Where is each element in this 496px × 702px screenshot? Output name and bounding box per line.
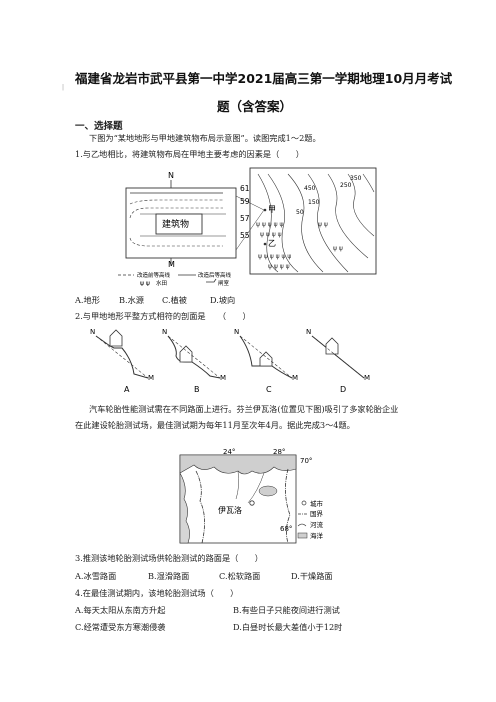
svg-text:N: N: [306, 328, 311, 336]
svg-text:ψ ψ ψ ψ ψ ψ: ψ ψ ψ ψ ψ ψ: [258, 253, 291, 260]
map-contour-450: 450: [304, 185, 316, 192]
profile-d: N M D: [306, 328, 370, 394]
doc-title-line2: 题（含答案）: [217, 99, 293, 114]
svg-text:N: N: [162, 328, 167, 336]
contour-59: 59: [240, 197, 250, 206]
q1-option-b: B.水源: [119, 295, 144, 305]
q4-option-a: A.每天太阳从东南方升起: [75, 605, 166, 615]
contour-map-panel: 350 250 450 150 50 甲 乙 ψ ψ ψ ψ ψ ψ ψ ψ ψ…: [235, 167, 377, 275]
legend-paddy: 水田: [156, 279, 167, 286]
profile-d-label: D: [340, 385, 346, 394]
jia-label: 甲: [268, 205, 276, 214]
map-contour-50: 50: [296, 209, 304, 216]
profile-a: N M A: [90, 328, 154, 394]
figure-terrain-building: N 建筑物 61 59 57 55 M 改造前等高线 水田 ψ ψ 改造后等高线…: [118, 167, 377, 286]
north-label: N: [168, 171, 174, 180]
figure-ivalo-map: 24° 28° 伊瓦洛 70° 68° 城市 国界 河流 海洋: [179, 448, 324, 544]
para-3-4-line1: 汽车轮胎性能测试需在不同路面上进行。芬兰伊瓦洛(位置见下图)吸引了多家轮胎企业: [89, 404, 399, 414]
svg-text:M: M: [220, 374, 226, 382]
legend-border: 国界: [310, 510, 324, 518]
figure-profiles: N M A N M B N M C N M D: [90, 328, 370, 394]
svg-text:ψ ψ: ψ ψ: [140, 280, 150, 286]
profile-b: N M B: [162, 328, 226, 394]
svg-text:M: M: [148, 374, 154, 382]
legend-sea: 海洋: [310, 531, 324, 540]
profile-b-label: B: [194, 385, 200, 394]
lon-28: 28°: [273, 448, 285, 456]
legend-river: 河流: [310, 520, 324, 529]
map-contour-250: 250: [340, 182, 352, 189]
yi-label: 乙: [268, 239, 276, 248]
svg-text:M: M: [292, 374, 298, 382]
q3-option-c: C.松软路面: [219, 571, 261, 581]
section-heading: 一、选择题: [75, 121, 123, 132]
svg-text:ψ ψ: ψ ψ: [318, 221, 328, 228]
svg-text:N: N: [234, 328, 239, 336]
lat-68: 68°: [280, 525, 292, 533]
contour-55: 55: [240, 231, 250, 240]
cursor-mark: |: [62, 84, 65, 91]
legend-city: 城市: [310, 499, 324, 508]
question-3-stem: 3.推测该地轮胎测试场供轮胎测试的路面是（ ）: [75, 553, 263, 563]
para-3-4-line2: 在此建设轮胎测试场，最佳测试期为每年11月至次年4月。据此完成3～4题。: [75, 420, 355, 430]
lon-24: 24°: [223, 448, 235, 456]
city-ivalo: 伊瓦洛: [218, 505, 242, 515]
legend-after: 改造后等高线: [198, 271, 232, 279]
svg-text:ψ ψ ψ ψ: ψ ψ ψ ψ: [260, 231, 282, 238]
q3-option-b: B.湿滑路面: [148, 571, 190, 581]
profile-c: N M C: [234, 328, 298, 394]
question-1-stem: 1.与乙地相比，将建筑物布局在甲地主要考虑的因素是（ ）: [75, 149, 304, 159]
question-2-stem: 2.与甲地地形平整方式相符的剖面是 （ ）: [75, 311, 251, 321]
svg-text:M: M: [364, 374, 370, 382]
q1-option-d: D.坡向: [210, 295, 236, 305]
doc-title-line1: 福建省龙岩市武平县第一中学2021届高三第一学期地理10月月考试: [75, 71, 453, 86]
contour-61: 61: [240, 184, 250, 193]
building-plan-panel: N 建筑物 61 59 57 55 M 改造前等高线 水田 ψ ψ 改造后等高线…: [118, 171, 250, 286]
profile-c-label: C: [266, 385, 272, 394]
q1-option-c: C.植被: [162, 295, 187, 305]
svg-text:ψ ψ ψ ψ: ψ ψ ψ ψ: [268, 263, 290, 270]
legend-before: 改造前等高线: [137, 271, 171, 279]
q4-option-d: D.白昼时长最大差值小于12时: [233, 622, 343, 632]
q4-option-c: C.经常遭受东方寒潮侵袭: [75, 622, 166, 632]
profile-a-label: A: [124, 385, 130, 394]
building-label: 建筑物: [162, 218, 189, 230]
lat-70: 70°: [300, 457, 312, 465]
m-label: M: [168, 260, 175, 269]
q1-option-a: A.地形: [75, 295, 100, 305]
svg-text:ψ ψ: ψ ψ: [333, 245, 343, 252]
svg-text:ψ ψ ψ ψ ψ: ψ ψ ψ ψ ψ: [256, 221, 283, 228]
map-contour-350: 350: [350, 175, 362, 182]
intro-1-2: 下图为“某地地形与甲地建筑物布局示意图”。读图完成1～2题。: [89, 133, 321, 143]
question-4-stem: 4.在最佳测试期内，该地轮胎测试场（ ）: [75, 588, 239, 598]
map-contour-150: 150: [308, 199, 320, 206]
q3-option-a: A.冰雪路面: [75, 571, 117, 581]
q3-option-d: D.干燥路面: [291, 571, 333, 581]
q4-option-b: B.有些日子只能夜间进行测试: [233, 605, 340, 615]
svg-text:N: N: [90, 328, 95, 336]
legend-gate: 闸室: [218, 279, 230, 286]
contour-57: 57: [240, 214, 250, 223]
